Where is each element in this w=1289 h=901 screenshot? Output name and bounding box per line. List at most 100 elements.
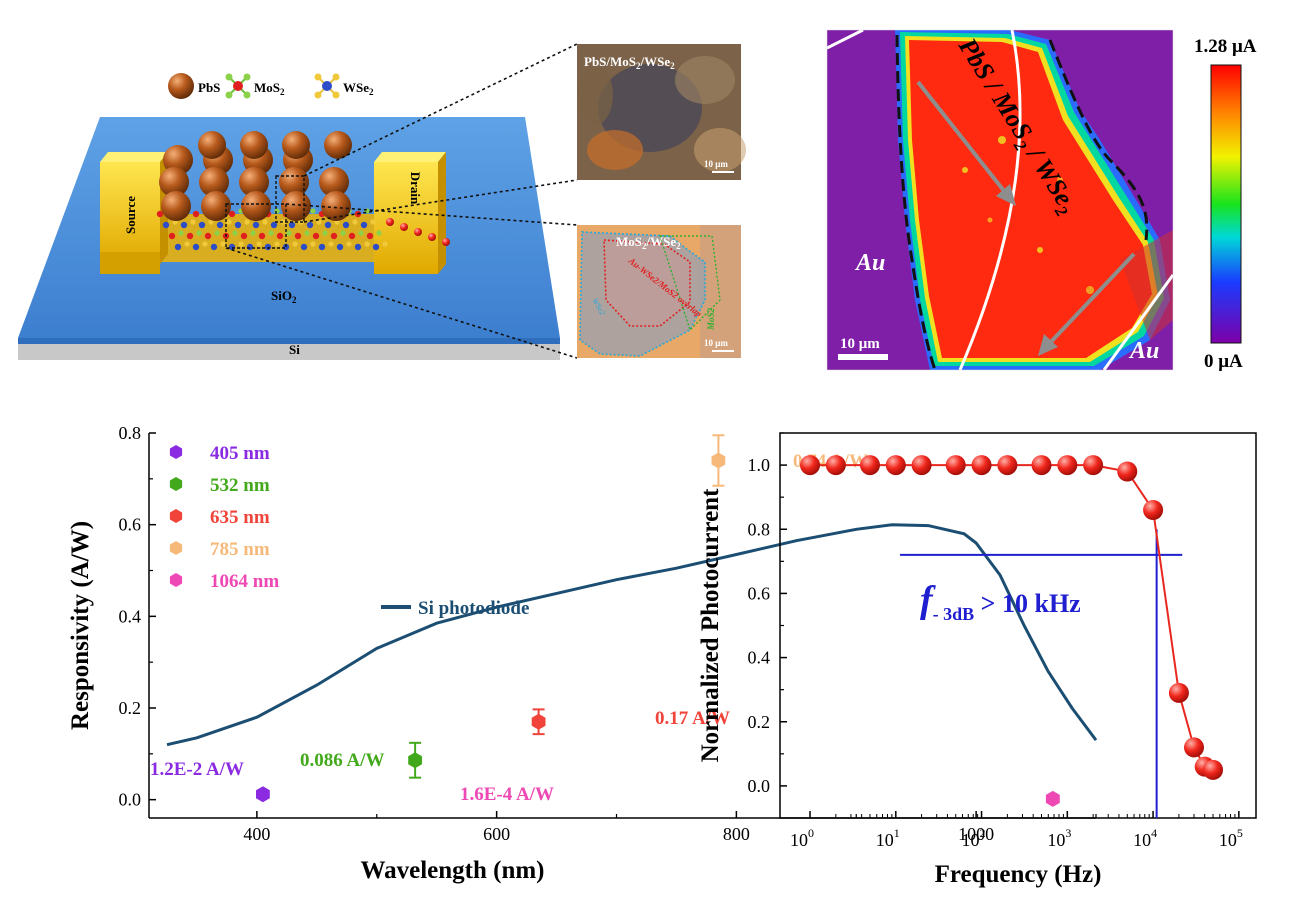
data-point — [997, 455, 1018, 476]
lattice-atom — [294, 232, 302, 240]
micrograph-top-scale-label: 10 μm — [704, 159, 728, 169]
lattice-atom — [286, 230, 292, 236]
lattice-atom — [190, 219, 196, 225]
zoom-line-1 — [303, 43, 578, 177]
zoom-line-4 — [225, 247, 578, 359]
micrograph-bottom-scale-label: 10 μm — [704, 338, 728, 348]
lattice-atom — [244, 219, 250, 225]
lattice-atom — [354, 243, 362, 251]
lattice-atom — [306, 221, 314, 229]
y-tick-label: 0.6 — [119, 515, 142, 535]
x-tick-exponent: 1 — [894, 826, 900, 840]
zoom-box-top — [275, 175, 305, 223]
pbs-dot — [239, 167, 269, 197]
lattice-atom — [208, 219, 214, 225]
lattice-atom — [220, 241, 226, 247]
mos2-legend-label: MoS2 — [254, 80, 285, 97]
pbs-dot — [279, 167, 309, 197]
boundary-line-white-3 — [1102, 274, 1173, 370]
lattice-atom — [400, 223, 408, 231]
map-scalebar — [838, 354, 888, 360]
lattice-atom — [300, 243, 308, 251]
data-point — [859, 455, 880, 476]
lattice-atom — [180, 221, 188, 229]
x-tick-base: 10 — [876, 830, 894, 850]
si-photodiode-legend-label: Si photodiode — [418, 598, 529, 619]
micrograph-top-title: PbS/MoS2/WSe2 — [584, 54, 675, 71]
pbs-dot — [199, 167, 229, 197]
x-tick-label: 105 — [1219, 826, 1243, 850]
sio2-layer-edge — [18, 338, 560, 344]
data-point — [885, 455, 906, 476]
data-point — [1117, 461, 1138, 482]
lattice-atom — [252, 221, 260, 229]
y-tick-label: 0.0 — [748, 776, 771, 796]
legend-marker — [169, 445, 183, 459]
2d-lattice — [156, 208, 450, 251]
lattice-atom — [162, 221, 170, 229]
lattice-atom — [202, 241, 208, 247]
drain-label: Drain — [408, 172, 423, 205]
lattice-atom — [310, 208, 316, 214]
x-axis-title: Wavelength (nm) — [360, 857, 544, 884]
y-axis-title: Responsivity (A/W) — [67, 521, 94, 730]
si-photodiode-curve — [166, 523, 1098, 747]
lattice-atom — [232, 230, 238, 236]
x-tick-exponent: 5 — [1237, 826, 1243, 840]
flake-boundary-dashed-right — [1048, 39, 1149, 241]
x-tick-label: 800 — [723, 824, 750, 844]
legend-marker — [169, 541, 183, 555]
colorbar-min-label: 0 μA — [1204, 351, 1243, 372]
micrograph-bottom-title: MoS2/WSe2 — [616, 234, 681, 251]
data-label: 1.6E-4 A/W — [460, 784, 554, 805]
x-tick-base: 10 — [790, 830, 808, 850]
pbs-dot — [201, 191, 231, 221]
legend-label: 405 nm — [210, 443, 270, 464]
plot-frame — [779, 432, 1257, 819]
x-tick-base: 10 — [1219, 830, 1237, 850]
data-point — [1168, 682, 1189, 703]
pbs-legend-icon — [168, 73, 194, 99]
pbs-dot — [321, 191, 351, 221]
x-tick-exponent: 4 — [1151, 826, 1157, 840]
lattice-atom — [238, 241, 244, 247]
lattice-atom — [264, 243, 272, 251]
wse2-legend-label: WSe2 — [343, 80, 374, 97]
lattice-atom — [292, 241, 298, 247]
lattice-atom — [178, 230, 184, 236]
colorbar-max-label: 1.28 μA — [1194, 36, 1257, 57]
y-tick-label: 0.8 — [119, 423, 142, 443]
zoom-line-3 — [285, 203, 578, 226]
x-tick-exponent: 2 — [980, 826, 986, 840]
lattice-atom — [226, 219, 232, 225]
lattice-atom — [270, 221, 278, 229]
data-point — [1203, 759, 1224, 780]
source-label: Source — [123, 196, 138, 234]
lattice-atom — [358, 230, 364, 236]
y-tick-label: 0.2 — [748, 712, 771, 732]
boundary-line-white-1 — [827, 30, 864, 50]
drain-electrode: Drain — [374, 152, 446, 274]
x-tick-base: 10 — [1047, 830, 1065, 850]
wse2-legend-icon — [314, 73, 340, 99]
lattice-atom — [192, 243, 200, 251]
lattice-atom — [330, 232, 338, 240]
pbs-legend-label: PbS — [198, 80, 220, 95]
y-tick-label: 0.4 — [748, 648, 771, 668]
lattice-atom — [192, 210, 200, 218]
data-label: 1.2E-2 A/W — [150, 759, 244, 780]
x-tick-label: 400 — [243, 824, 270, 844]
legend-marker — [169, 509, 183, 523]
annotation-rest: > 10 kHz — [974, 589, 1081, 618]
lattice-atom — [274, 241, 280, 247]
lattice-atom — [228, 210, 236, 218]
data-point — [945, 455, 966, 476]
lattice-atom — [256, 241, 262, 247]
x-tick-exponent: 0 — [808, 826, 814, 840]
lattice-atom — [360, 221, 368, 229]
zoom-box-bottom — [225, 203, 287, 249]
lattice-atom — [268, 230, 274, 236]
y-tick-label: 0.4 — [119, 606, 142, 626]
lattice-atom — [346, 241, 352, 247]
lattice-atom — [342, 221, 350, 229]
